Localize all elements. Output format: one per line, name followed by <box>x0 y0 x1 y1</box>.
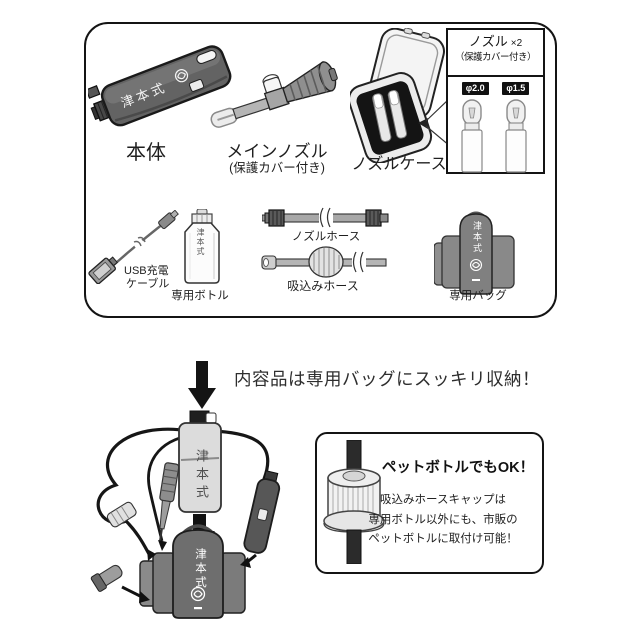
suction-hose-label: 吸込みホース <box>287 279 359 293</box>
nozzle-panel-subtitle: （保護カバー付き） <box>454 52 537 63</box>
pet-box-title: ペットボトルでもOK！ <box>381 460 535 476</box>
brand-crest-icon <box>469 258 483 272</box>
bag-brand-text: 津本式 <box>472 221 482 254</box>
bottle-cap-illustration <box>323 440 385 564</box>
nozzle-case-label: ノズルケース <box>351 156 447 173</box>
pet-box-line3: ペットボトルに取付け可能！ <box>368 533 518 545</box>
packing-illustration <box>90 410 281 619</box>
main-unit-illustration: 津本式 <box>88 45 232 127</box>
brand-crest-icon <box>174 69 189 83</box>
bottle-illustration <box>184 209 220 284</box>
bottle-label: 専用ボトル <box>171 290 229 302</box>
main-unit-label: 本体 <box>126 142 166 164</box>
nozzle-panel: ノズル×2 （保護カバー付き） φ2.0 φ1.5 <box>446 28 545 174</box>
spare-nozzles-illustration <box>461 99 527 173</box>
usb-cable-label-line2: ケーブル <box>126 278 170 290</box>
nozzle-size-badge-left: φ2.0 <box>461 82 489 95</box>
packed-suction-cap <box>106 501 137 528</box>
packed-bottle-brand-text: 津本式 <box>194 449 209 503</box>
storage-caption: 内容品は専用バッグにスッキリ収納！ <box>234 369 540 389</box>
packed-bottle <box>178 410 222 513</box>
packed-main-unit <box>243 470 281 554</box>
packed-bag <box>139 524 246 619</box>
nozzle-hose-label: ノズルホース <box>291 231 361 243</box>
nozzle-case-illustration <box>350 28 450 163</box>
packed-bag-brand-text: 津本式 <box>194 548 206 590</box>
packed-spare-nozzle <box>90 564 123 592</box>
brand-crest-icon <box>190 586 206 602</box>
nozzle-size-badge-right: φ1.5 <box>502 82 530 95</box>
main-nozzle-label: メインノズル <box>226 142 328 161</box>
suction-hose-illustration <box>261 246 387 278</box>
nozzle-panel-title-text: ノズル <box>468 34 508 49</box>
nozzle-hose-illustration <box>262 207 389 229</box>
packed-main-nozzle <box>158 462 180 542</box>
nozzle-panel-header: ノズル×2 （保護カバー付き） <box>448 30 543 77</box>
pet-box-body: 吸込みホースキャップは 専用ボトル以外にも、市販の ペットボトルに取付け可能！ <box>350 491 536 550</box>
main-nozzle-illustration <box>210 60 338 128</box>
nozzle-panel-title: ノズル×2 <box>448 34 543 51</box>
main-nozzle-sublabel: (保護カバー付き) <box>229 161 325 175</box>
pet-box-line2: 専用ボトル以外にも、市販の <box>368 513 518 526</box>
bottle-brand-text: 津本式 <box>196 228 205 257</box>
pet-box-line1: 吸込みホースキャップは <box>380 494 506 506</box>
bag-label: 専用バッグ <box>449 290 507 302</box>
nozzle-panel-qty: ×2 <box>510 38 523 49</box>
usb-cable-label-line1: USB充電 <box>124 265 169 277</box>
bag-illustration <box>434 211 515 295</box>
usb-cable-illustration <box>88 210 179 284</box>
